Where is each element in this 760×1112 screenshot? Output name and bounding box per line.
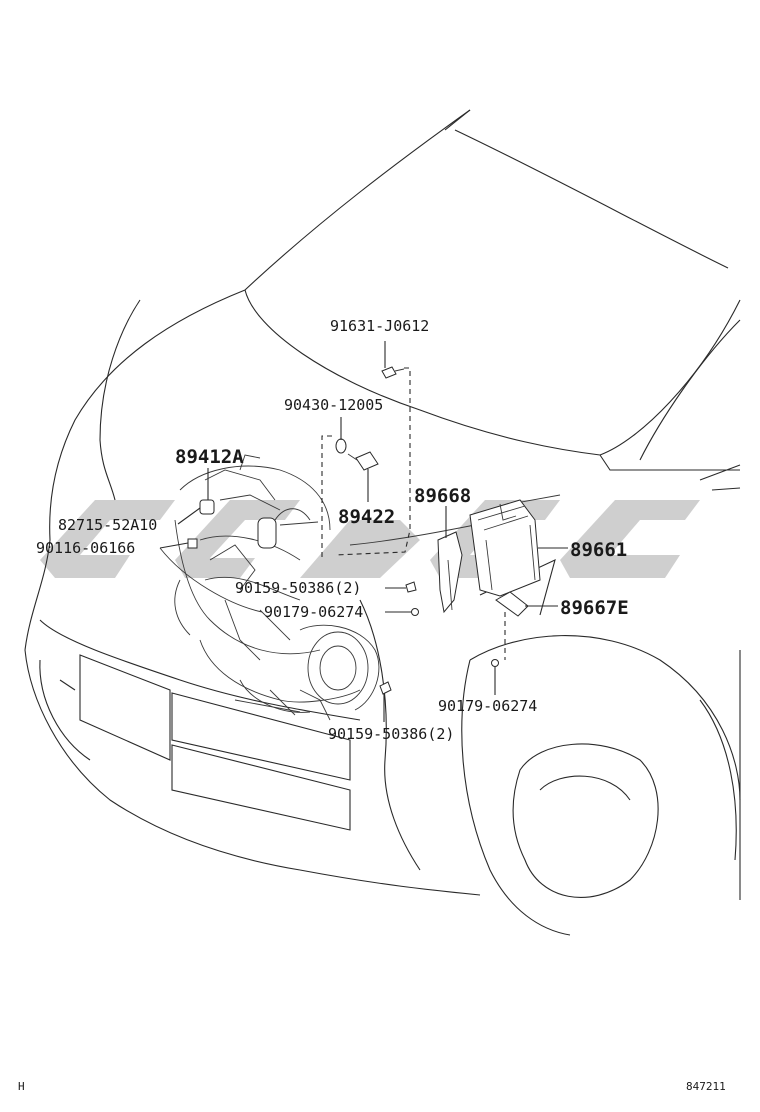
label-89422: 89422 (338, 506, 395, 528)
nut-90179b (491, 659, 499, 667)
label-90159-upper: 90159-50386(2) (235, 579, 361, 597)
footer-left-code: H (18, 1080, 25, 1093)
bracket-89668 (437, 531, 463, 614)
bolt-90116 (187, 538, 198, 549)
bolt-90159b (379, 681, 392, 695)
label-91631: 91631-J0612 (330, 317, 429, 335)
leader-lines (159, 341, 568, 722)
label-89668: 89668 (414, 485, 471, 507)
footer-right-code: 847211 (686, 1080, 726, 1093)
label-90159-lower: 90159-50386(2) (328, 725, 454, 743)
label-82715: 82715-52A10 (58, 516, 157, 534)
engine-assembly-illustration (174, 454, 380, 721)
sensor-82715 (199, 499, 215, 515)
label-90179-left: 90179-06274 (264, 603, 363, 621)
label-90179-right: 90179-06274 (438, 697, 537, 715)
label-89412A: 89412A (175, 446, 244, 468)
label-90116: 90116-06166 (36, 539, 135, 557)
label-90430: 90430-12005 (284, 396, 383, 414)
ecu-module-89661 (469, 499, 541, 597)
washer-90430 (335, 438, 347, 454)
sensor-89422 (347, 451, 379, 471)
label-89667E: 89667E (560, 597, 629, 619)
bolt-90159a (405, 581, 417, 593)
nut-90179a (411, 608, 419, 616)
bolt-91631 (381, 366, 405, 379)
vehicle-body-outline (24, 109, 741, 936)
label-89661: 89661 (570, 539, 627, 561)
